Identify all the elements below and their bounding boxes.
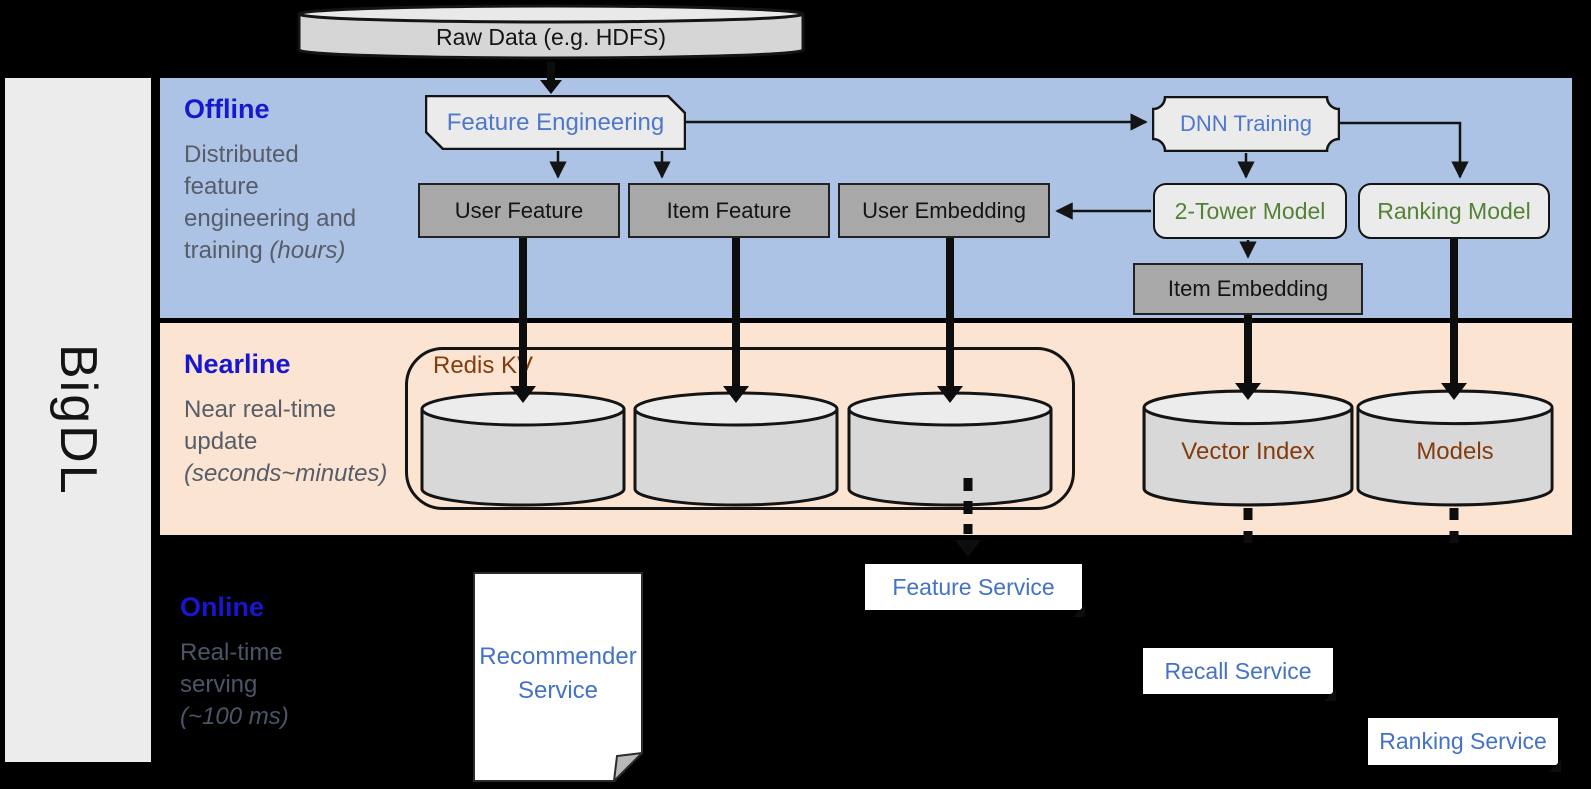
redis-shard-cylinder <box>633 390 839 513</box>
redis-kv-container <box>405 347 1075 510</box>
plaque-shape <box>1152 96 1340 152</box>
dnn-training-node: DNN Training <box>1152 96 1340 152</box>
offline-lane-label: Offline Distributed feature engineering … <box>184 94 356 267</box>
user-feature-node: User Feature <box>418 183 620 238</box>
recall-service-label: Recall Service <box>1164 657 1312 684</box>
ranking-service-label: Ranking Service <box>1379 728 1547 754</box>
user-feature-label: User Feature <box>454 197 584 223</box>
redis-shard-cylinder <box>420 390 626 513</box>
feature-engineering-label: Feature Engineering <box>446 108 665 136</box>
item-feature-node: Item Feature <box>628 183 830 238</box>
two-tower-model-label: 2-Tower Model <box>1174 197 1326 224</box>
cylinder-shape <box>847 391 1053 507</box>
redis-shard-cylinder <box>847 390 1053 513</box>
feature-service-node: Feature Service <box>865 564 1085 617</box>
folded-corner-icon <box>1324 689 1336 701</box>
online-title: Online <box>180 592 265 622</box>
offline-title: Offline <box>184 94 270 124</box>
models-store: Models <box>1356 388 1554 513</box>
snip-rectangle-shape <box>425 95 686 150</box>
vector-index-store: Vector Index <box>1142 388 1354 513</box>
recommender-service-label: Recommender Service <box>479 643 637 704</box>
arrowhead <box>955 540 981 557</box>
user-embedding-node: User Embedding <box>838 183 1050 238</box>
bigdl-brand-strip: BigDL <box>5 78 151 762</box>
ranking-service-node: Ranking Service <box>1368 718 1561 772</box>
item-feature-label: Item Feature <box>666 197 792 223</box>
cylinder-shape <box>297 4 805 60</box>
document-shape <box>473 572 645 784</box>
redis-kv-label: Redis KV <box>433 352 534 379</box>
online-description: Real-time serving (~100 ms) <box>180 639 289 730</box>
item-embedding-node: Item Embedding <box>1133 263 1363 315</box>
raw-data-label: Raw Data (e.g. HDFS) <box>435 23 667 50</box>
item-embedding-label: Item Embedding <box>1167 276 1329 301</box>
feature-service-label: Feature Service <box>892 573 1055 600</box>
two-tower-model-node: 2-Tower Model <box>1153 183 1347 239</box>
cylinder-shape <box>633 391 839 507</box>
bigdl-brand-label: BigDL <box>49 344 107 496</box>
ranking-model-node: Ranking Model <box>1358 183 1550 239</box>
online-lane-label: Online Real-time serving (~100 ms) <box>180 592 289 733</box>
dnn-training-label: DNN Training <box>1179 111 1313 136</box>
nearline-lane-label: Nearline Near real-time update (seconds~… <box>184 349 387 490</box>
nearline-description: Near real-time update (seconds~minutes) <box>184 396 388 487</box>
feature-engineering-node: Feature Engineering <box>425 95 686 150</box>
folded-corner-icon <box>1549 760 1561 772</box>
folded-corner-icon <box>1073 605 1085 617</box>
cylinder-shape <box>1142 389 1354 507</box>
cylinder-shape <box>1356 389 1554 507</box>
raw-data-store: Raw Data (e.g. HDFS) <box>296 4 806 62</box>
recommender-service-node: Recommender Service <box>473 572 645 784</box>
ranking-model-label: Ranking Model <box>1377 197 1531 224</box>
nearline-title: Nearline <box>184 349 291 379</box>
user-embedding-label: User Embedding <box>862 197 1026 223</box>
recall-service-node: Recall Service <box>1143 648 1336 701</box>
vector-index-label: Vector Index <box>1181 438 1315 465</box>
models-label: Models <box>1416 438 1494 465</box>
offline-description: Distributed feature engineering and trai… <box>184 141 357 264</box>
cylinder-shape <box>420 391 626 507</box>
